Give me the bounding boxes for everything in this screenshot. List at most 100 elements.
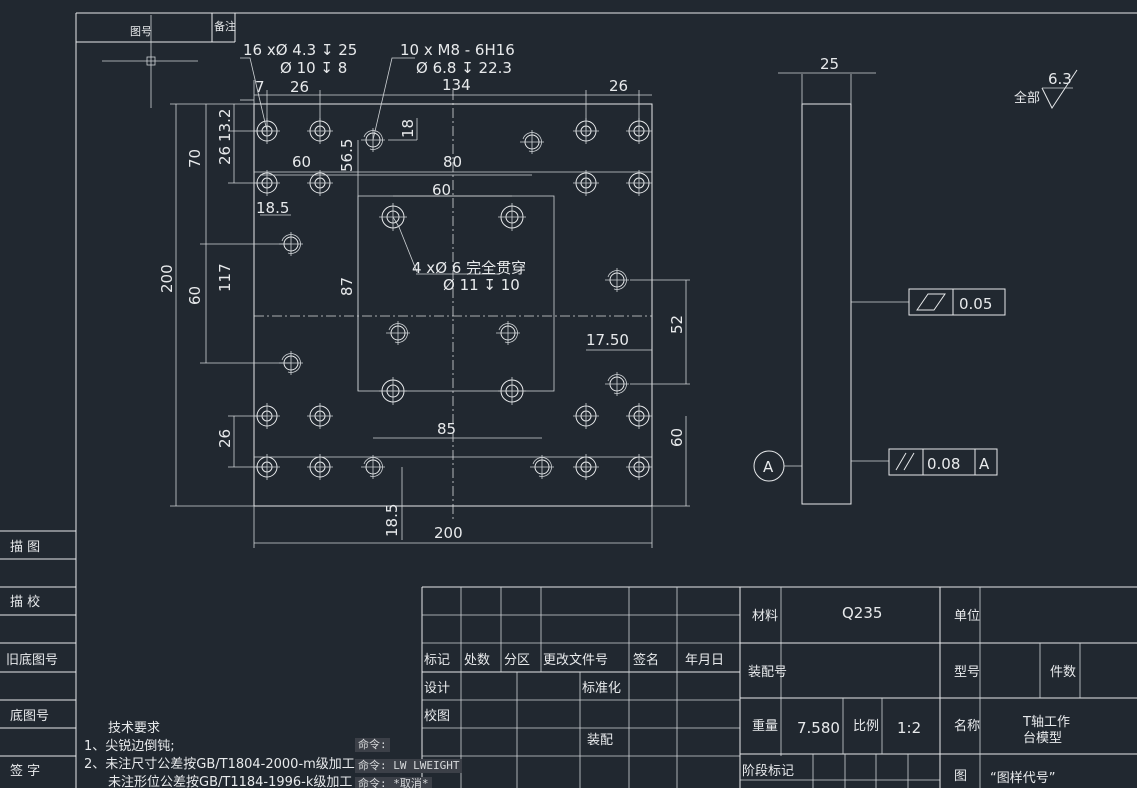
tb-assembly: 装配 bbox=[587, 733, 613, 748]
datum-label: A bbox=[763, 458, 774, 476]
left-side-block bbox=[0, 530, 76, 757]
callout-2-line2: Ø 6.8 ↧ 22.3 bbox=[416, 59, 512, 77]
dim-17-50: 17.50 bbox=[586, 331, 629, 349]
roughness-prefix: 全部 bbox=[1014, 90, 1040, 106]
hole bbox=[379, 203, 407, 231]
tb-material: Q235 bbox=[842, 604, 882, 622]
hole bbox=[307, 170, 333, 196]
side-label-4: 底图号 bbox=[10, 708, 49, 724]
tb-name-line1: T轴工作 bbox=[1022, 715, 1070, 730]
hole bbox=[573, 454, 599, 480]
dim-60-a: 60 bbox=[292, 153, 311, 171]
hole bbox=[307, 454, 333, 480]
hole bbox=[626, 403, 652, 429]
hole bbox=[496, 321, 520, 345]
dim-56-5: 56.5 bbox=[338, 139, 356, 172]
tb-name-line2: 台模型 bbox=[1023, 731, 1062, 746]
tb-type-label: 型号 bbox=[954, 665, 980, 680]
tb-weight-label: 重量 bbox=[752, 718, 778, 734]
callout-1-line1: 16 xØ 4.3 ↧ 25 bbox=[243, 41, 357, 59]
parallel-value: 0.08 bbox=[927, 455, 960, 473]
tb-material-label: 材料 bbox=[752, 609, 778, 624]
tb-header-mark: 标记 bbox=[424, 653, 450, 668]
tb-scale: 1:2 bbox=[897, 719, 921, 737]
hole bbox=[498, 203, 526, 231]
notes-line2: 2、未注尺寸公差按GB/T1804-2000-m级加工 bbox=[84, 757, 355, 772]
tb-name-label: 名称 bbox=[954, 718, 980, 734]
side-label-1: 描 图 bbox=[10, 540, 40, 555]
roughness-value: 6.3 bbox=[1048, 70, 1072, 88]
dim-134: 134 bbox=[442, 76, 471, 94]
tb-header-zone: 分区 bbox=[504, 653, 530, 668]
side-label-5: 签 字 bbox=[10, 763, 40, 779]
dim-7: 7 bbox=[255, 78, 265, 96]
dim-26-right: 26 bbox=[609, 77, 628, 95]
hole bbox=[605, 372, 629, 396]
dim-87: 87 bbox=[338, 277, 356, 296]
leader-lines bbox=[240, 57, 500, 275]
hole bbox=[498, 377, 526, 405]
stamp-text: 图号 bbox=[130, 25, 152, 38]
hole bbox=[626, 170, 652, 196]
flatness-frame bbox=[908, 288, 1006, 316]
dim-52: 52 bbox=[668, 315, 686, 334]
flatness-icon bbox=[916, 293, 946, 311]
hole bbox=[379, 377, 407, 405]
notes-title: 技术要求 bbox=[108, 721, 160, 736]
callout-2-line1: 10 x M8 - 6H16 bbox=[400, 41, 515, 59]
hole bbox=[605, 268, 629, 292]
title-block-grid bbox=[421, 586, 1137, 788]
dim-60-right: 60 bbox=[668, 428, 686, 447]
tb-standard: 标准化 bbox=[582, 681, 621, 696]
tb-scale-label: 比例 bbox=[853, 719, 879, 734]
roughness-symbol-icon bbox=[1041, 69, 1078, 109]
stamp-side: 备注 bbox=[214, 19, 236, 33]
hole bbox=[307, 403, 333, 429]
tb-header-file: 更改文件号 bbox=[543, 653, 608, 668]
tb-header-count: 处数 bbox=[464, 653, 490, 668]
dim-85: 85 bbox=[437, 420, 456, 438]
tb-unit-label: 单位 bbox=[954, 609, 980, 624]
dim-60-left: 60 bbox=[186, 286, 204, 305]
tb-drawing-no: “图样代号” bbox=[990, 771, 1055, 786]
parallelism-icon bbox=[895, 452, 915, 471]
hole bbox=[386, 321, 410, 345]
dim-80: 80 bbox=[443, 153, 462, 171]
command-history-1: 命令: bbox=[355, 738, 390, 752]
dim-13-2: 13.2 bbox=[216, 109, 234, 142]
notes-line1: 1、尖锐边倒钝; bbox=[84, 739, 175, 754]
side-label-3: 旧底图号 bbox=[6, 652, 58, 668]
callout-1-line2: Ø 10 ↧ 8 bbox=[280, 59, 347, 77]
dim-117: 117 bbox=[216, 263, 234, 292]
hole bbox=[573, 170, 599, 196]
dimension-lines bbox=[170, 80, 690, 548]
tb-header-sign: 签名 bbox=[633, 652, 659, 668]
side-view-outline bbox=[801, 103, 852, 505]
tb-design: 设计 bbox=[424, 681, 450, 696]
dim-26-left: 26 bbox=[290, 78, 309, 96]
dim-26-bottom: 26 bbox=[216, 429, 234, 448]
tb-check: 校图 bbox=[424, 708, 450, 724]
dim-60-b: 60 bbox=[432, 181, 451, 199]
callout-3-line1: 4 xØ 6 完全贯穿 bbox=[412, 259, 526, 277]
flatness-value: 0.05 bbox=[959, 295, 992, 313]
hole bbox=[626, 454, 652, 480]
parallel-frame bbox=[888, 448, 998, 476]
tb-stage-label: 阶段标记 bbox=[742, 764, 794, 779]
tb-drawing-label: 图 bbox=[954, 769, 967, 784]
dim-18-5-bottom: 18.5 bbox=[383, 504, 401, 537]
tb-qty-label: 件数 bbox=[1050, 665, 1076, 680]
hole bbox=[520, 130, 544, 154]
tb-assembly-label: 装配号 bbox=[748, 665, 787, 680]
side-label-2: 描 校 bbox=[10, 594, 40, 610]
command-history-2: 命令: LW LWEIGHT bbox=[355, 759, 463, 773]
tb-weight: 7.580 bbox=[797, 719, 840, 737]
dim-18-5-left: 18.5 bbox=[256, 199, 289, 217]
callout-3-line2: Ø 11 ↧ 10 bbox=[443, 276, 520, 294]
hole bbox=[573, 403, 599, 429]
dim-25: 25 bbox=[820, 55, 839, 73]
dim-200-bottom: 200 bbox=[434, 524, 463, 542]
dim-26-top: 26 bbox=[216, 146, 234, 165]
